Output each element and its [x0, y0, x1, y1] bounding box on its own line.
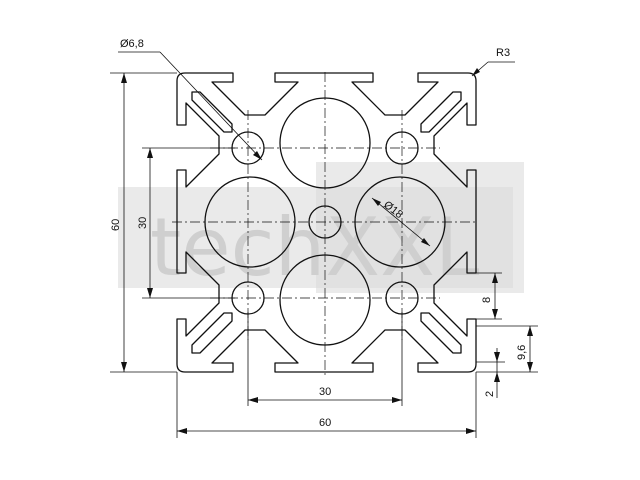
dimension-label: 30: [319, 386, 331, 398]
arrow-head: [494, 352, 500, 362]
arrow-head: [466, 428, 476, 434]
arrow-head: [147, 148, 153, 158]
leader-corner-radius: R3: [471, 47, 515, 77]
arrow-head: [472, 68, 480, 76]
dimension-label: 30: [137, 217, 149, 229]
leader-small-hole: Ø6,8: [118, 38, 263, 161]
leader-line: [371, 197, 431, 247]
arrow-head: [177, 428, 187, 434]
dimension-wall-thickness: 2: [476, 348, 505, 398]
watermark-text: techXXL: [150, 201, 480, 294]
arrow-head: [121, 362, 127, 372]
arrow-head: [392, 397, 402, 403]
chamber-bottom-left: [191, 312, 233, 354]
chamber-top-left: [191, 91, 233, 133]
dimension-slot-depth: 9,6: [476, 325, 538, 373]
dimension-width-overall: 60: [176, 372, 477, 438]
dimension-label: 60: [319, 417, 331, 429]
large-hole-top: [279, 97, 371, 189]
watermark-block: [316, 162, 524, 293]
dimension-label: 9,6: [516, 345, 528, 360]
arrow-head: [492, 309, 498, 319]
center-lines: [172, 72, 478, 378]
arrow-head: [253, 151, 262, 160]
dimension-label: 2: [484, 391, 496, 397]
dimension-label: R3: [496, 47, 510, 59]
chamber-bottom-right: [420, 312, 462, 354]
inner-chambers: [191, 91, 462, 354]
dimension-height-inner: 30: [137, 147, 235, 299]
profile-outline: [176, 72, 477, 373]
arrow-head: [494, 372, 500, 382]
arrow-head: [492, 273, 498, 283]
dimension-label: 8: [481, 297, 493, 303]
large-hole-left: [204, 176, 296, 268]
leader-line: [159, 51, 263, 161]
center-hole: [308, 205, 342, 239]
dimension-width-inner: 30: [247, 312, 403, 406]
chamber-top-right: [420, 91, 462, 133]
dimension-height-overall: 60: [110, 72, 177, 373]
arrow-head: [121, 73, 127, 83]
arrow-head: [527, 362, 533, 372]
dimension-slot-width: 8: [467, 272, 502, 320]
watermark: techXXL: [118, 162, 524, 294]
arrow-head: [527, 326, 533, 336]
large-hole-right: [354, 176, 446, 268]
arrow-head: [248, 397, 258, 403]
dimension-label: Ø6,8: [120, 38, 144, 50]
arrow-head: [421, 238, 430, 246]
dimension-label: 60: [110, 219, 122, 231]
arrow-head: [147, 288, 153, 298]
small-hole-top-right: [385, 131, 419, 165]
large-hole-bottom: [279, 254, 371, 346]
arrow-head: [372, 198, 381, 206]
